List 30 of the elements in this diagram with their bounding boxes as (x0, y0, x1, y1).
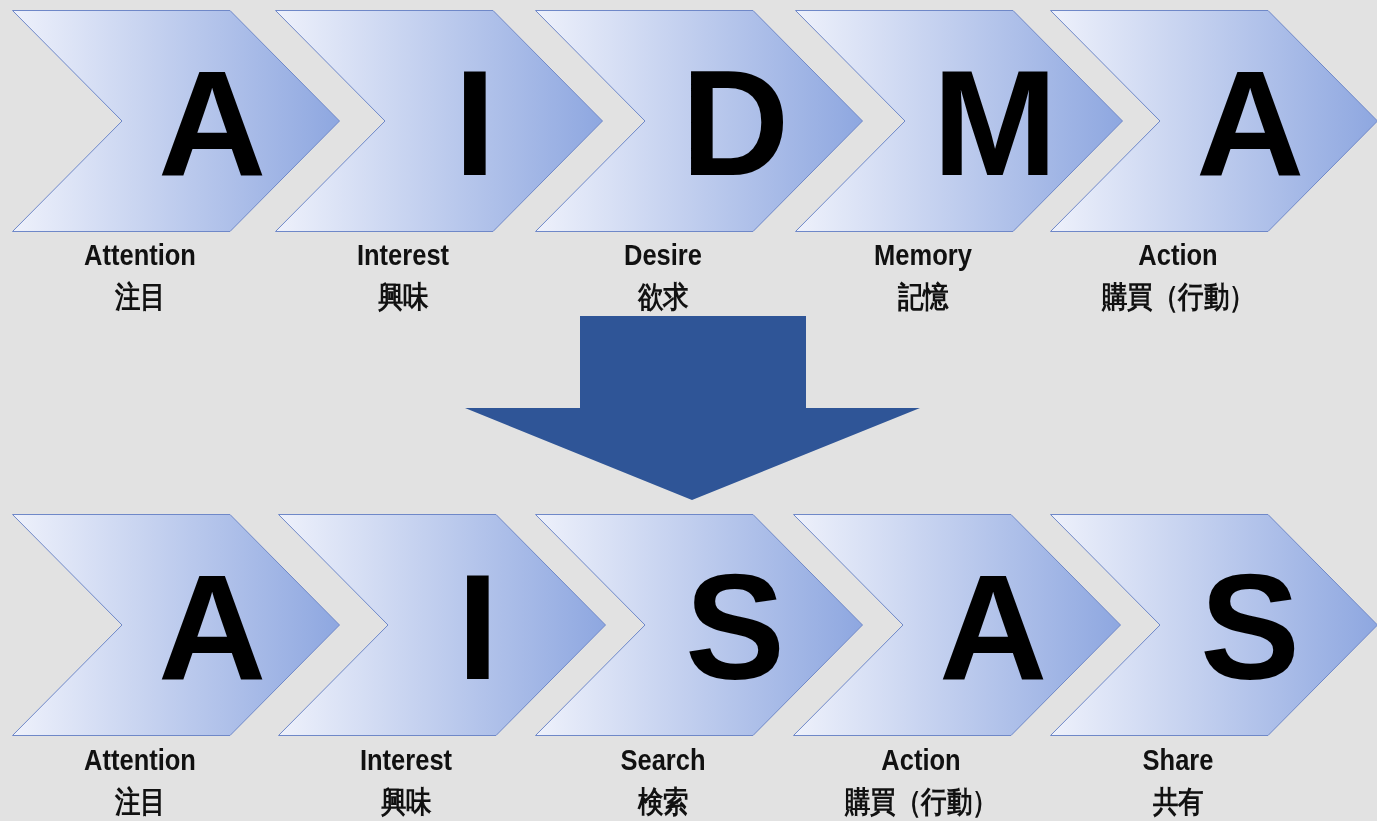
step-letter: A (158, 552, 267, 702)
step-label: 注目 (113, 280, 167, 314)
step-letter: A (158, 48, 267, 198)
step-letter: A (1196, 48, 1305, 198)
step-label: Action (1137, 238, 1219, 272)
step-label: Attention (83, 743, 197, 777)
step-label: 欲求 (636, 280, 690, 314)
step-letter: S (1200, 552, 1301, 702)
step-label: Action (880, 743, 962, 777)
step-label: 検索 (636, 785, 690, 819)
step-label: Search (619, 743, 707, 777)
step-label: Memory (873, 238, 973, 272)
step-letter: I (454, 48, 496, 198)
step-label: 注目 (113, 785, 167, 819)
step-label: Desire (623, 238, 703, 272)
step-label: 購買（行動） (1100, 280, 1256, 314)
step-label: 記憶 (896, 280, 950, 314)
step-label: Interest (358, 743, 454, 777)
step-letter: D (681, 48, 790, 198)
step-label: 興味 (376, 280, 430, 314)
step-label: 興味 (379, 785, 433, 819)
step-letter: S (685, 552, 786, 702)
step-letter: A (939, 552, 1048, 702)
step-label: Attention (83, 238, 197, 272)
step-letter: M (932, 48, 1058, 198)
step-label: 購買（行動） (843, 785, 999, 819)
step-letter: I (457, 552, 499, 702)
step-label: 共有 (1151, 785, 1205, 819)
step-label: Share (1141, 743, 1215, 777)
step-label: Interest (355, 238, 451, 272)
